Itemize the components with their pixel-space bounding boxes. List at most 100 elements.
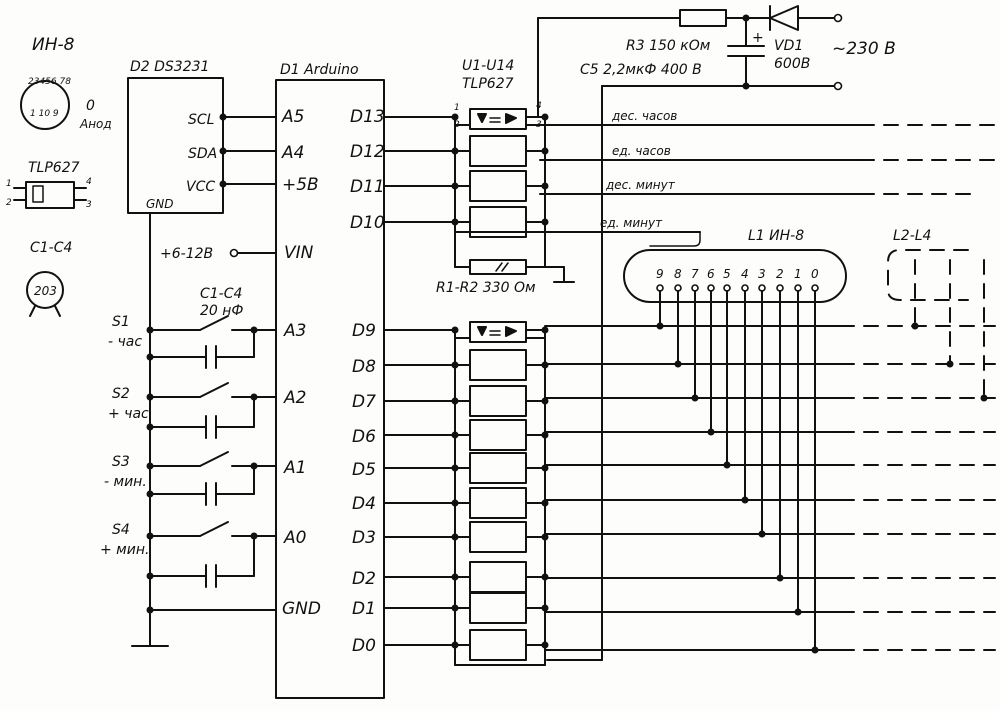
capacitor-c5-label: C5 2,2мкФ 400 В [580, 62, 702, 78]
output-label-units-hours: ед. часов [612, 144, 671, 158]
nixie-pin-label-1: 1 [794, 267, 802, 281]
optocoupler-u3-body [469, 170, 527, 202]
output-label-tens-hours: дес. часов [611, 109, 677, 123]
anode-lead [649, 231, 701, 247]
button-s4-ref: S4 [112, 522, 130, 538]
capacitor-legend-title: C1-C4 [30, 240, 72, 256]
arduino-pin-a0: A0 [283, 528, 306, 548]
arduino-pin-d13: D13 [350, 107, 385, 127]
optocoupler-triac-icon [505, 113, 517, 124]
arduino-pin-d8: D8 [352, 357, 376, 377]
junction-dot [794, 608, 802, 616]
output-label-units-minutes: ед. минут [600, 216, 663, 230]
rtc-pin-sda: SDA [188, 146, 217, 162]
junction-dot [691, 394, 699, 402]
arduino-pin-d5: D5 [352, 460, 376, 480]
junction-dot [146, 393, 154, 401]
junction-dot [776, 574, 784, 582]
switch-s1-contact [199, 315, 229, 331]
opto-pin1: 1 [454, 103, 460, 113]
tlp627-legend-pin3: 3 [86, 200, 92, 210]
power-input-terminal [229, 248, 239, 258]
diode-vd1-ref: VD1 [774, 38, 803, 54]
capacitor-marking-legend: C1-C4 203 [26, 240, 72, 317]
nixie-tube-outline [623, 249, 847, 303]
nixie-pin-label-9: 9 [656, 267, 664, 281]
tlp627-pinout-legend: TLP627 1 2 4 3 [6, 160, 92, 210]
capacitor-code: 203 [34, 284, 57, 298]
tubes-l2-l4: L2-L4 [887, 228, 988, 402]
optocoupler-array [383, 108, 549, 666]
junction-dot [146, 462, 154, 470]
button-section: C1-C4 20 нФ S1 - час S2 + час S3 - мин. … [100, 286, 277, 588]
optocoupler-u6-body [469, 349, 527, 381]
arduino-pin-a4: A4 [281, 143, 304, 163]
arduino-pin-a1: A1 [283, 458, 306, 478]
optocoupler-title: U1-U14 [462, 58, 514, 74]
junction-dot [811, 646, 819, 654]
switch-s4-contact [199, 521, 229, 537]
rtc-pin-vcc: VCC [186, 179, 215, 195]
rtc-pin-scl: SCL [188, 112, 214, 128]
junction-dot [146, 572, 154, 580]
arduino-pin-d1: D1 [352, 599, 376, 619]
junction-dot [146, 490, 154, 498]
optocoupler-u8-body [469, 419, 527, 451]
junction-dot [656, 322, 664, 330]
optocoupler-u7-body [469, 385, 527, 417]
arduino-pin-d7: D7 [352, 392, 376, 412]
optocoupler-u13-body [469, 592, 527, 624]
switch-s2-contact [199, 382, 229, 398]
in8-base-outline [20, 80, 70, 130]
ceramic-capacitor-body [26, 271, 64, 309]
mains-terminal-top [833, 13, 843, 23]
arduino-module: D1 Arduino A5 A4 +5В VIN A3 A2 A1 A0 GND… [275, 62, 385, 699]
high-voltage-supply: R3 150 кОм C5 2,2мкФ 400 В + VD1 600В ~2… [537, 5, 896, 661]
arduino-pin-gnd: GND [282, 599, 321, 619]
in8-pin-numbers-inner: 1 10 9 [30, 109, 59, 119]
junction-dot [146, 606, 154, 614]
tlp627-legend-pin1: 1 [6, 179, 12, 189]
optocoupler-part: TLP627 [462, 76, 514, 92]
optocoupler-led-icon [477, 326, 487, 336]
arduino-pin-d9: D9 [352, 321, 376, 341]
button-s2-ref: S2 [112, 386, 130, 402]
diode-vd1-rating: 600В [774, 56, 810, 72]
resistor-label: R1-R2 330 Ом [436, 280, 536, 296]
optocoupler-u10-body [469, 487, 527, 519]
button-caps-value: 20 нФ [200, 303, 243, 319]
tlp627-legend-pin4: 4 [86, 177, 92, 187]
anode-output-lines: дес. часов ед. часов дес. минут ед. мину… [454, 109, 996, 233]
power-input-label: +6-12В [160, 246, 213, 262]
junction-dot [219, 147, 227, 155]
button-s1-ref: S1 [112, 314, 130, 330]
optocoupler-u9-body [469, 452, 527, 484]
tlp627-body [25, 181, 75, 209]
arduino-pin-d4: D4 [352, 494, 376, 514]
resistor-r1-r2 [469, 259, 527, 275]
rtc-pin-gnd: GND [146, 197, 174, 211]
button-s3-function: - мин. [104, 474, 147, 490]
mains-terminal-bottom [833, 81, 843, 91]
button-s3-ref: S3 [112, 454, 130, 470]
other-tubes-label: L2-L4 [893, 228, 931, 244]
arduino-pin-d12: D12 [350, 142, 385, 162]
nixie-pin-label-6: 6 [707, 267, 715, 281]
junction-dot [742, 82, 750, 90]
optocoupler-u11-body [469, 521, 527, 553]
button-network [146, 315, 277, 588]
arduino-pin-d3: D3 [352, 528, 376, 548]
output-label-tens-minutes: дес. минут [605, 178, 676, 192]
cathode-bus-lines [544, 290, 996, 654]
rtc-module: D2 DS3231 SCL SDA VCC GND [127, 59, 224, 214]
capacitor-lead-left [29, 305, 36, 317]
arduino-pin-5v: +5В [282, 175, 319, 195]
junction-dot [674, 360, 682, 368]
arduino-body [275, 79, 385, 699]
button-caps-title: C1-C4 [200, 286, 242, 302]
optocoupler-u14-body [469, 629, 527, 661]
tlp627-legend-title: TLP627 [28, 160, 80, 176]
junction-dot [146, 423, 154, 431]
button-s4-function: + мин. [100, 542, 149, 558]
